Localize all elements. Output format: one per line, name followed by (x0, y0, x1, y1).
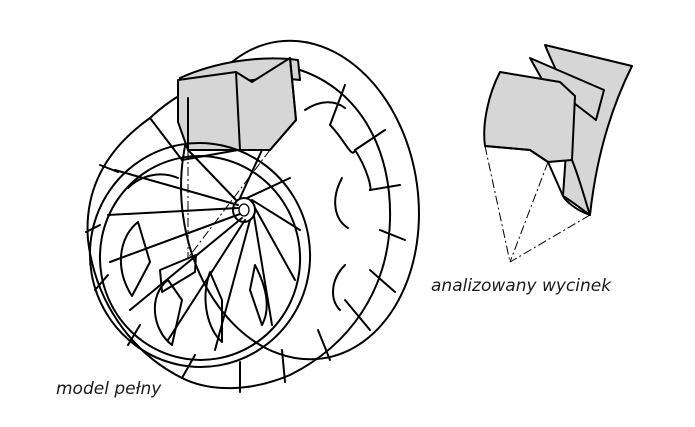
sector-front-blade (483, 71, 576, 163)
inner-blades (107, 149, 301, 351)
sector-front-edge (484, 145, 549, 163)
full-impeller-model (85, 39, 420, 393)
sector-line-right (187, 149, 271, 259)
hub-ring-inner (98, 155, 302, 361)
sector-piece-line-back (509, 214, 591, 263)
shaft (232, 197, 256, 223)
back-rim (180, 39, 420, 361)
sector-piece-line-right (509, 161, 549, 263)
rim-blades (85, 57, 406, 393)
shaft-bore (238, 203, 250, 217)
hub-ring-outer (88, 142, 312, 368)
sector-piece-line-left (484, 145, 511, 263)
analyzed-sector (483, 44, 633, 263)
label-analyzed-sector: analizowany wycinek (431, 276, 612, 296)
shroud-outer (86, 67, 392, 390)
label-full-model: model pełny (56, 379, 162, 399)
